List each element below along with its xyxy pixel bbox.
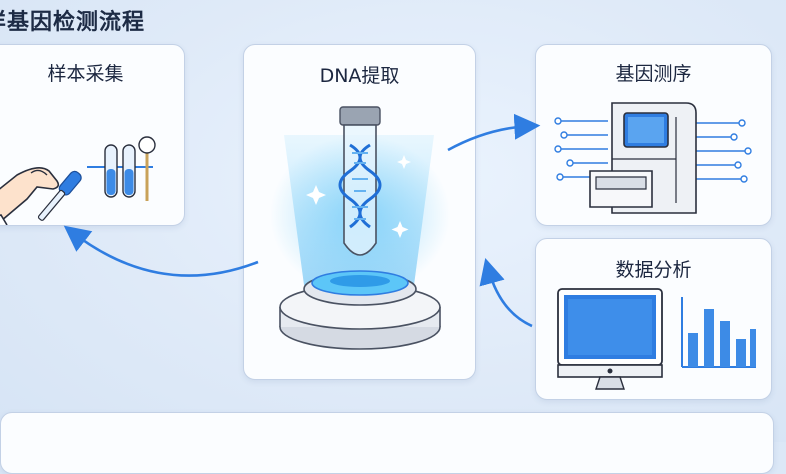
arrow-extraction-to-sampling — [63, 225, 259, 277]
arrow-analysis-loop — [479, 257, 533, 328]
hand-dropper-test-tubes-icon — [0, 136, 156, 225]
monitor-bar-chart-icon — [557, 288, 756, 390]
step-label-sampling: 样本采集 — [47, 63, 124, 85]
page-title: 样基因检测流程 — [0, 10, 146, 35]
step-label-sequencing: 基因测序 — [615, 63, 692, 85]
dna-test-tube-icon — [270, 106, 450, 350]
step-card-sampling[interactable]: 样本采集 — [0, 44, 185, 226]
step-card-analysis[interactable]: 数据分析 — [535, 238, 772, 400]
sequencer-machine-icon — [554, 102, 752, 214]
step-card-sequencing[interactable]: 基因测序 — [535, 44, 772, 226]
step-label-extraction: DNA提取 — [319, 65, 400, 87]
step-label-analysis: 数据分析 — [615, 259, 692, 281]
step-card-extraction[interactable]: DNA提取 — [243, 44, 476, 380]
bottom-panel — [0, 412, 774, 474]
